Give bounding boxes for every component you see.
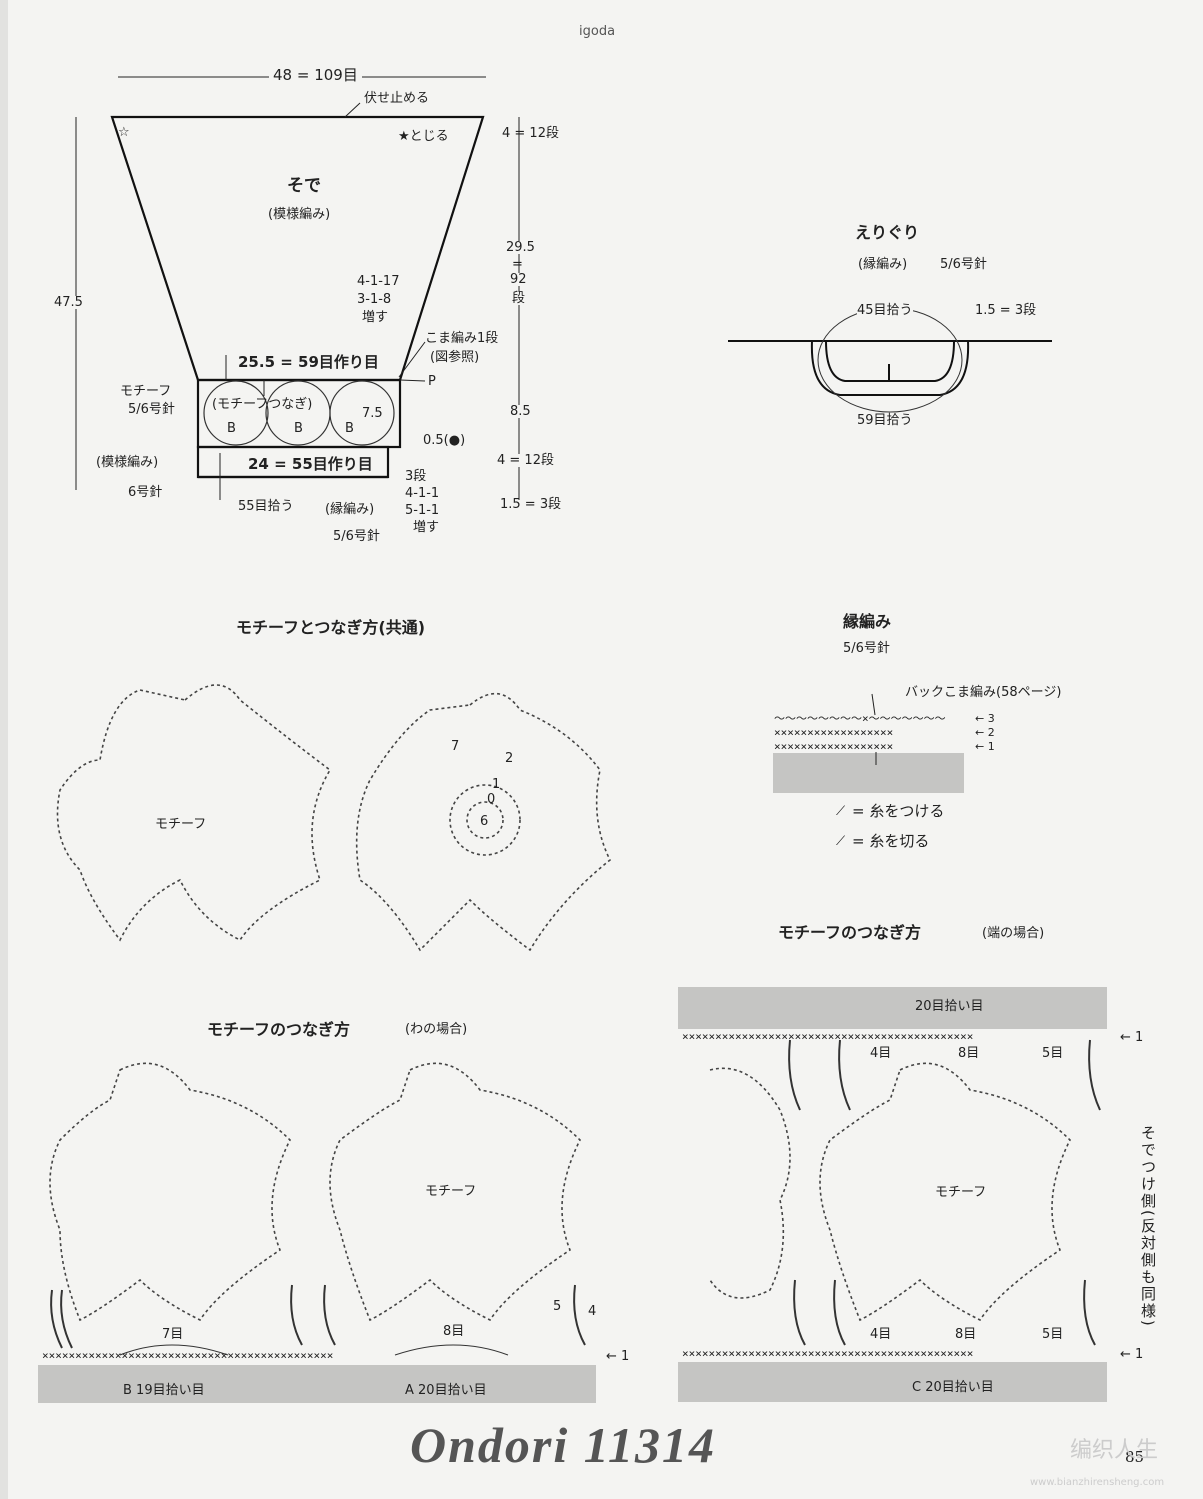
ring-label-4: 4	[588, 1304, 597, 1319]
end-count-5-top: 5目	[1042, 1046, 1064, 1061]
motif-num-2: 2	[505, 751, 514, 766]
edge-title: 縁編み	[843, 612, 892, 631]
end-row-arrow-top: ← 1	[1120, 1030, 1144, 1045]
sleeve-rows3b: 1.5 = 3段	[500, 497, 562, 512]
edge-row-3: 〜〜〜〜〜〜〜〜×〜〜〜〜〜〜〜	[774, 712, 946, 725]
sleeve-mid-dan: 段	[512, 291, 526, 306]
star-outline-icon: ☆	[118, 125, 130, 140]
end-stitch-row-top: ××××××××××××××××××××××××××××××××××××××××…	[682, 1030, 974, 1043]
sleeve-increase-2: 3-1-8	[357, 292, 392, 307]
sleeve-chain2: 24 = 55目作り目	[248, 455, 373, 473]
sleeve-motif-join: (モチーフつなぎ)	[212, 397, 313, 412]
end-top-bar: 20目拾い目	[915, 999, 984, 1014]
edge-row-label-3: ← 3	[975, 712, 995, 725]
sleeve-motif-b-1: B	[227, 421, 236, 436]
edge-row-1: ××××××××××××××××××	[774, 740, 894, 753]
ring-bar-a: A 20目拾い目	[405, 1383, 487, 1398]
sleeve-point-p: P	[428, 374, 436, 389]
end-side-note: そでつけ側(反対側も同様)	[1139, 1125, 1157, 1328]
ring-count-7: 7目	[162, 1327, 184, 1342]
edge-legend-cut: = 糸を切る	[852, 832, 930, 850]
end-section-title: モチーフのつなぎ方	[778, 923, 922, 942]
page-number: 85	[1125, 1448, 1145, 1466]
sleeve-inc-c: 増す	[413, 520, 440, 535]
sleeve-edge-pattern: (縁編み)	[325, 502, 375, 517]
brand-logo: Ondori 11314	[410, 1417, 717, 1473]
header-igoda: igoda	[579, 24, 616, 39]
sleeve-motif-b-3: B	[345, 421, 354, 436]
end-count-5-bottom: 5目	[1042, 1327, 1064, 1342]
end-count-8-bottom: 8目	[955, 1327, 977, 1342]
sleeve-single-crochet: こま編み1段	[425, 331, 499, 346]
ring-bar-b: B 19目拾い目	[123, 1383, 205, 1398]
sleeve-inc-b: 5-1-1	[405, 503, 440, 518]
neck-bottom-pick: 59目拾う	[857, 413, 913, 428]
motif-num-6: 6	[480, 814, 489, 829]
sleeve-increase-1: 4-1-17	[357, 274, 400, 289]
watermark-url: www.bianzhirensheng.com	[1030, 1477, 1165, 1488]
sleeve-mid-rows: 92	[510, 272, 527, 287]
edge-row-2: ××××××××××××××××××	[774, 726, 894, 739]
ring-row-arrow: ← 1	[606, 1349, 630, 1364]
sleeve-mid-eq: =	[512, 257, 523, 272]
ring-section-title: モチーフのつなぎ方	[207, 1020, 351, 1039]
ring-label-5: 5	[553, 1299, 562, 1314]
neck-rows: 1.5 = 3段	[975, 303, 1037, 318]
end-motif-label: モチーフ	[935, 1185, 987, 1200]
ring-count-8: 8目	[443, 1324, 465, 1339]
neck-needle: 5/6号針	[940, 257, 987, 272]
watermark: 编织人生	[1070, 1438, 1159, 1463]
sleeve-total-height: 47.5	[54, 295, 83, 310]
yarn-cut-icon: ⟋	[836, 834, 846, 849]
sleeve-half-gap: 0.5(●)	[423, 433, 466, 448]
edge-back-sc: バックこま編み(58ページ)	[905, 685, 1062, 700]
motif-num-1: 1	[492, 777, 501, 792]
edge-row-label-1: ← 1	[975, 740, 995, 753]
sleeve-motif-size: 7.5	[362, 406, 383, 421]
sleeve-chain-label: 25.5 = 59目作り目	[238, 353, 379, 371]
sleeve-mid-height: 29.5	[506, 240, 535, 255]
sleeve-pattern: (模様編み)	[268, 207, 331, 222]
neck-top-pick: 45目拾う	[857, 303, 913, 318]
motif-label: モチーフ	[155, 817, 207, 832]
ring-stitch-row: ××××××××××××××××××××××××××××××××××××××××…	[42, 1349, 334, 1362]
sleeve-pattern-left: (模様編み)	[96, 455, 159, 470]
neck-title: えりぐり	[855, 223, 920, 242]
sleeve-motif-b-2: B	[294, 421, 303, 436]
sleeve-pick55: 55目拾う	[238, 499, 294, 514]
end-count-8-top: 8目	[958, 1046, 980, 1061]
end-count-4-top: 4目	[870, 1046, 892, 1061]
end-stitch-row-bottom: ××××××××××××××××××××××××××××××××××××××××…	[682, 1347, 974, 1360]
sleeve-bind-off: 伏せ止める	[364, 91, 430, 106]
sleeve-motif-label: モチーフ	[120, 384, 172, 399]
sleeve-see-fig: (図参照)	[430, 350, 480, 365]
neck-pattern: (縁編み)	[858, 257, 908, 272]
sleeve-rows12: 4 = 12段	[497, 453, 554, 468]
ring-motif-label: モチーフ	[425, 1184, 477, 1199]
motif-num-7: 7	[451, 739, 460, 754]
edge-row-label-2: ← 2	[975, 726, 995, 739]
yarn-attach-icon: ⟋	[836, 804, 846, 819]
sleeve-motif-height: 8.5	[510, 404, 531, 419]
sleeve-increase-3: 増す	[362, 310, 389, 325]
end-count-4-bottom: 4目	[870, 1327, 892, 1342]
sleeve-inc-a: 4-1-1	[405, 486, 440, 501]
sleeve-top-rows: 4 = 12段	[502, 126, 559, 141]
motif-num-0: 0	[487, 792, 496, 807]
edge-needle: 5/6号針	[843, 641, 890, 656]
sleeve-edge-needle: 5/6号針	[333, 529, 380, 544]
sleeve-join-mark: ★とじる	[398, 129, 449, 144]
ring-section-title-sub: (わの場合)	[405, 1022, 468, 1037]
end-bar-c: C 20目拾い目	[912, 1380, 994, 1395]
sleeve-motif-needle: 5/6号針	[128, 402, 175, 417]
motif-section-title: モチーフとつなぎ方(共通)	[236, 618, 426, 637]
sleeve-needle6: 6号針	[128, 485, 163, 500]
edge-legend-attach: = 糸をつける	[852, 802, 945, 820]
end-section-title-sub: (端の場合)	[982, 926, 1045, 941]
sleeve-rows3: 3段	[405, 469, 427, 484]
end-row-arrow-bottom: ← 1	[1120, 1347, 1144, 1362]
sleeve-title: そで	[287, 176, 321, 196]
sleeve-top-width: 48 = 109目	[269, 68, 362, 83]
